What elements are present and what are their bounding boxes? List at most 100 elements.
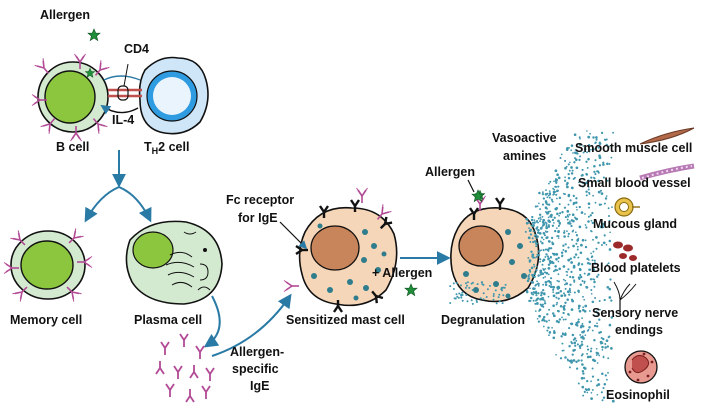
amine-dot bbox=[582, 325, 585, 328]
amine-dot bbox=[571, 213, 575, 216]
amine-dot bbox=[580, 324, 583, 327]
amine-dot bbox=[587, 388, 591, 391]
amine-dot bbox=[465, 294, 468, 296]
amine-dot bbox=[579, 347, 582, 350]
amine-dot bbox=[533, 275, 536, 279]
amine-dot bbox=[449, 302, 452, 304]
amine-dot bbox=[593, 259, 596, 262]
amine-dot bbox=[556, 280, 559, 282]
amine-dot bbox=[557, 256, 560, 260]
amine-dot bbox=[600, 262, 603, 264]
amine-dot bbox=[559, 156, 562, 160]
amine-dot bbox=[557, 286, 560, 289]
amine-dot bbox=[456, 295, 459, 298]
amine-dot bbox=[604, 374, 607, 377]
amine-dot bbox=[548, 331, 552, 334]
amine-dot bbox=[537, 229, 540, 232]
amine-dot bbox=[588, 310, 591, 312]
amine-dot bbox=[607, 214, 611, 218]
amine-dot bbox=[561, 255, 564, 258]
amine-dot bbox=[544, 255, 547, 258]
amine-dot bbox=[579, 273, 582, 277]
amine-dot bbox=[542, 276, 545, 279]
amine-dot bbox=[547, 219, 551, 223]
amine-dot bbox=[586, 345, 589, 348]
amine-dot bbox=[562, 278, 565, 281]
amine-dot bbox=[546, 313, 549, 316]
amine-dot bbox=[598, 142, 602, 145]
amine-dot bbox=[578, 344, 582, 348]
amine-dot bbox=[468, 286, 471, 289]
amine-dot bbox=[606, 345, 609, 348]
amine-dot bbox=[600, 131, 604, 135]
amine-dot bbox=[601, 345, 604, 349]
amine-dot bbox=[589, 132, 591, 135]
amine-dot bbox=[582, 306, 585, 309]
amine-dot bbox=[529, 228, 533, 231]
amine-dot bbox=[532, 299, 535, 302]
amine-dot bbox=[565, 270, 568, 273]
amine-dot bbox=[531, 281, 535, 284]
amine-dot bbox=[606, 263, 609, 266]
amine-dot bbox=[570, 149, 573, 152]
amine-dot bbox=[577, 382, 580, 385]
amine-dot bbox=[543, 197, 545, 200]
amine-dot bbox=[554, 265, 557, 268]
amine-dot bbox=[562, 318, 565, 321]
amine-dot bbox=[581, 353, 584, 356]
amine-dot bbox=[549, 285, 553, 289]
amine-dot bbox=[466, 281, 469, 284]
amine-dot bbox=[564, 287, 567, 290]
amine-dot bbox=[584, 239, 587, 242]
amine-dot bbox=[576, 208, 578, 211]
amine-dot bbox=[600, 189, 602, 192]
amine-dot bbox=[577, 307, 580, 310]
amine-dot bbox=[528, 221, 530, 224]
amine-dot bbox=[573, 256, 576, 259]
amine-dot bbox=[529, 299, 532, 302]
amine-dot bbox=[547, 295, 550, 298]
amine-dot bbox=[568, 293, 571, 296]
amine-dot bbox=[557, 320, 560, 324]
amine-dot bbox=[539, 213, 542, 216]
mucous-gland-label: Mucous gland bbox=[593, 217, 678, 231]
amine-dot bbox=[601, 349, 604, 351]
amine-dot bbox=[587, 135, 591, 139]
fc-receptor-label-1: Fc receptor bbox=[226, 193, 295, 207]
amine-dot bbox=[590, 229, 592, 232]
amine-dot bbox=[535, 299, 537, 302]
amine-dot bbox=[539, 220, 541, 222]
amine-dot bbox=[534, 284, 537, 287]
amine-dot bbox=[558, 214, 560, 217]
amine-dot bbox=[590, 380, 592, 383]
amine-dot bbox=[597, 312, 600, 315]
amine-dot bbox=[586, 391, 589, 394]
amine-dot bbox=[449, 285, 452, 288]
amine-dot bbox=[602, 386, 605, 390]
amine-dot bbox=[589, 278, 593, 281]
amine-dot bbox=[545, 201, 548, 204]
amine-dot bbox=[580, 376, 584, 380]
amine-dot bbox=[547, 326, 550, 329]
sensory-nerve-icon bbox=[613, 281, 637, 314]
allergen-specific-label-3: IgE bbox=[250, 379, 270, 393]
amine-dot bbox=[580, 275, 583, 279]
amine-dot bbox=[541, 203, 545, 206]
amine-dot bbox=[576, 343, 579, 346]
amine-dot bbox=[535, 245, 538, 248]
amine-dot bbox=[564, 243, 567, 246]
amine-dot bbox=[568, 289, 571, 292]
amine-dot bbox=[581, 238, 585, 242]
amine-dot bbox=[500, 287, 503, 290]
amine-dot bbox=[557, 297, 560, 300]
amine-dot bbox=[581, 385, 585, 389]
amine-dot bbox=[599, 308, 601, 311]
amine-dot bbox=[546, 208, 548, 210]
amine-dot bbox=[582, 372, 585, 375]
amine-dot bbox=[555, 303, 558, 306]
amine-dot bbox=[556, 189, 559, 193]
amine-dot bbox=[610, 156, 613, 159]
amine-dot bbox=[602, 241, 606, 245]
amine-dot bbox=[578, 143, 582, 146]
amine-dot bbox=[585, 160, 588, 163]
